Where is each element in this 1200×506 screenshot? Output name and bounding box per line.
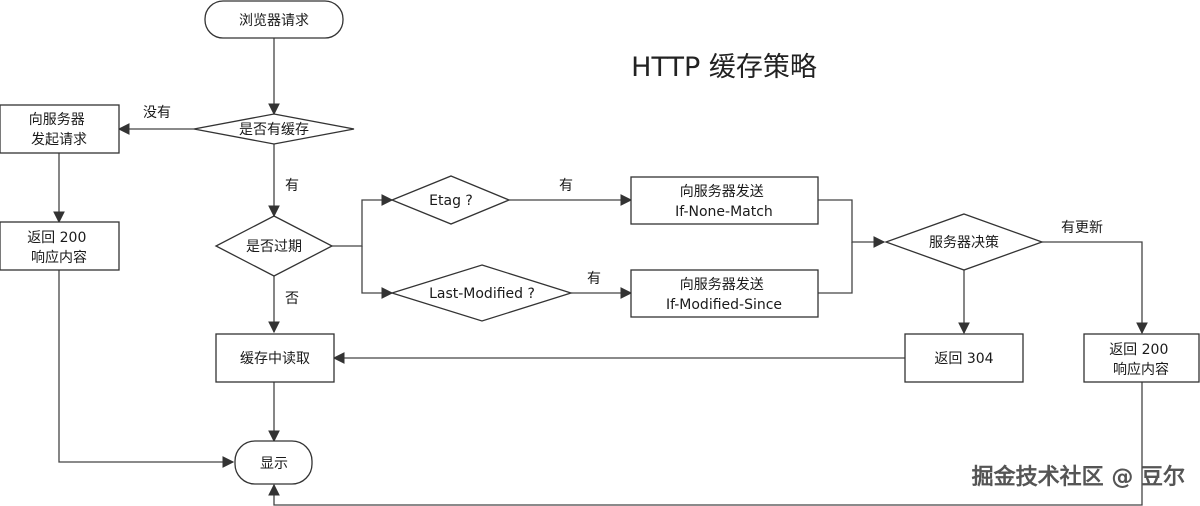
return-304-label-line: 返回 304	[934, 351, 993, 367]
watermark-text: 掘金技术社区 @ 豆尔	[972, 464, 1185, 490]
edge-return-200-to-display	[58, 270, 235, 468]
start-shape	[204, 0, 344, 39]
edge-label-last-modified-yes: 有	[587, 271, 601, 287]
edge-label-no-cache: 没有	[143, 105, 171, 121]
request-server-shape	[0, 104, 120, 154]
expired-label: 是否过期	[246, 239, 302, 255]
node-request-server: 向服务器 发起请求	[0, 104, 120, 154]
send-if-none-match-shape	[630, 176, 819, 225]
etag-decision-shape	[390, 175, 511, 225]
start-label-line: 浏览器请求	[239, 13, 309, 29]
edge-label-updated: 有更新	[1061, 220, 1103, 236]
send-if-none-match-label-line-1: 向服务器发送	[680, 184, 764, 200]
server-decision-shape	[884, 213, 1044, 271]
node-has-cache: 是否有缓存	[193, 113, 355, 145]
send-if-modified-since-label-line-2: If-Modified-Since	[666, 297, 782, 313]
last-modified-decision-shape	[389, 264, 574, 322]
has-cache-label: 是否有缓存	[239, 122, 309, 138]
read-cache-label: 缓存中读取	[240, 350, 310, 367]
node-display: 显示	[234, 440, 313, 485]
start-label: 浏览器请求	[239, 13, 309, 29]
return-200-left-label-line-2: 响应内容	[31, 249, 87, 266]
return-200-right-label: 返回 200 响应内容	[1109, 342, 1173, 378]
diagram-title: HTTP 缓存策略	[631, 52, 817, 83]
return-200-left-label-line-1: 返回 200	[27, 230, 86, 246]
request-server-label-line-1: 向服务器	[29, 112, 85, 128]
request-server-label: 向服务器 发起请求	[29, 112, 89, 148]
display-shape	[234, 440, 313, 485]
edge-label-has-cache-yes: 有	[285, 178, 299, 194]
edge-label-etag-yes: 有	[559, 178, 573, 194]
expired-decision-shape	[214, 215, 334, 277]
display-label: 显示	[260, 456, 288, 472]
return-304-shape	[904, 333, 1024, 383]
edge-label-not-expired: 否	[285, 291, 299, 307]
return-200-left-label: 返回 200 响应内容	[27, 230, 91, 266]
node-expired: 是否过期	[214, 215, 334, 277]
node-return-200-right: 返回 200 响应内容	[1083, 333, 1200, 383]
server-decision-label-line: 服务器决策	[929, 234, 999, 251]
request-server-label-line-2: 发起请求	[31, 132, 87, 148]
node-server-decision: 服务器决策	[884, 213, 1044, 271]
node-send-if-none-match: 向服务器发送 If-None-Match	[630, 176, 819, 225]
node-read-cache: 缓存中读取	[215, 333, 335, 383]
send-if-none-match-label: 向服务器发送 If-None-Match	[675, 184, 773, 220]
display-label-line: 显示	[260, 456, 288, 472]
edge-expired-to-last-modified	[361, 246, 394, 299]
return-200-right-shape	[1083, 333, 1200, 383]
has-cache-decision-shape	[193, 113, 355, 145]
return-200-left-shape	[0, 221, 120, 271]
read-cache-label-line: 缓存中读取	[240, 350, 310, 367]
last-modified-label-line: Last-Modified ?	[429, 286, 535, 302]
node-etag: Etag ?	[390, 175, 511, 225]
has-cache-label-line: 是否有缓存	[239, 122, 309, 138]
read-cache-shape	[215, 333, 335, 383]
node-send-if-modified-since: 向服务器发送 If-Modified-Since	[630, 269, 819, 318]
send-if-none-match-label-line-2: If-None-Match	[675, 204, 773, 220]
edge-decision-to-return-200	[1042, 241, 1148, 335]
node-start: 浏览器请求	[204, 0, 344, 39]
last-modified-label: Last-Modified ?	[429, 286, 535, 302]
return-304-label: 返回 304	[934, 351, 993, 367]
node-return-200-left: 返回 200 响应内容	[0, 221, 120, 271]
edge-expired-to-etag	[332, 194, 394, 247]
node-return-304: 返回 304	[904, 333, 1024, 383]
edge-if-modified-since-to-decision	[818, 242, 853, 294]
edges	[53, 38, 1148, 506]
return-200-right-label-line-1: 返回 200	[1109, 342, 1168, 358]
server-decision-label: 服务器决策	[929, 234, 999, 251]
edge-return-200-right-to-display	[268, 382, 1143, 506]
node-last-modified: Last-Modified ?	[389, 264, 574, 322]
edge-if-none-match-to-decision	[818, 199, 886, 248]
etag-label: Etag ?	[429, 193, 473, 209]
expired-label-line: 是否过期	[246, 239, 302, 255]
etag-label-line: Etag ?	[429, 193, 473, 209]
send-if-modified-since-label: 向服务器发送 If-Modified-Since	[666, 277, 782, 313]
return-200-right-label-line-2: 响应内容	[1113, 361, 1169, 378]
send-if-modified-since-label-line-1: 向服务器发送	[680, 277, 764, 293]
send-if-modified-since-shape	[630, 269, 819, 318]
